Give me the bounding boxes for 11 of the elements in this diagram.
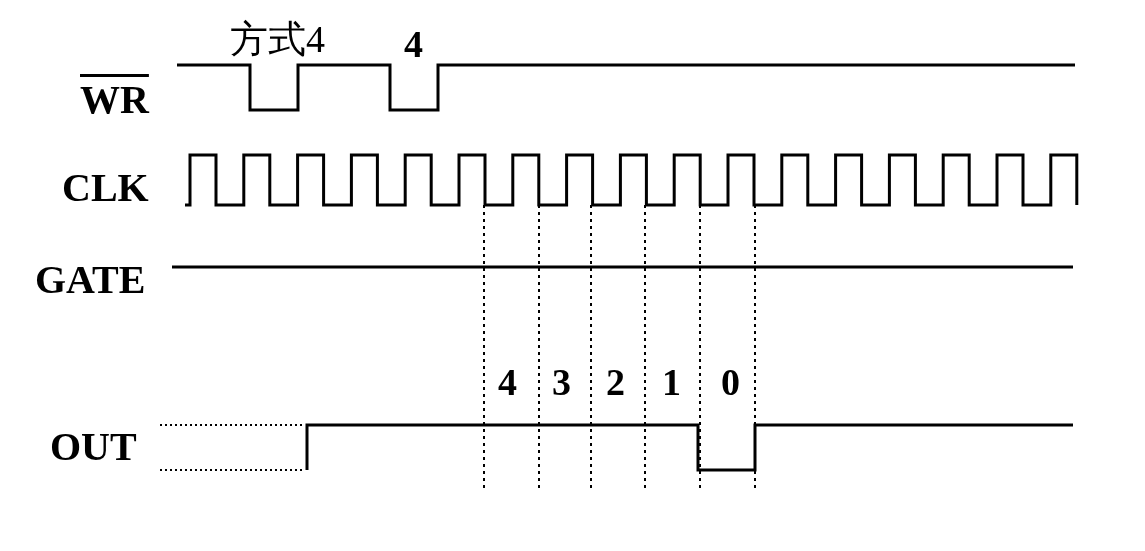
signal-name: GATE: [35, 260, 146, 300]
count-value: 1: [662, 363, 681, 401]
count-value: 3: [552, 363, 571, 401]
count-value: 4: [498, 363, 517, 401]
write-label: 4: [404, 25, 423, 63]
signal-name: WR: [80, 80, 149, 120]
mode-label: 方式4: [230, 20, 325, 58]
count-value: 2: [606, 363, 625, 401]
signal-name: CLK: [62, 168, 149, 208]
signal-name: OUT: [50, 427, 137, 467]
count-value: 0: [721, 363, 740, 401]
